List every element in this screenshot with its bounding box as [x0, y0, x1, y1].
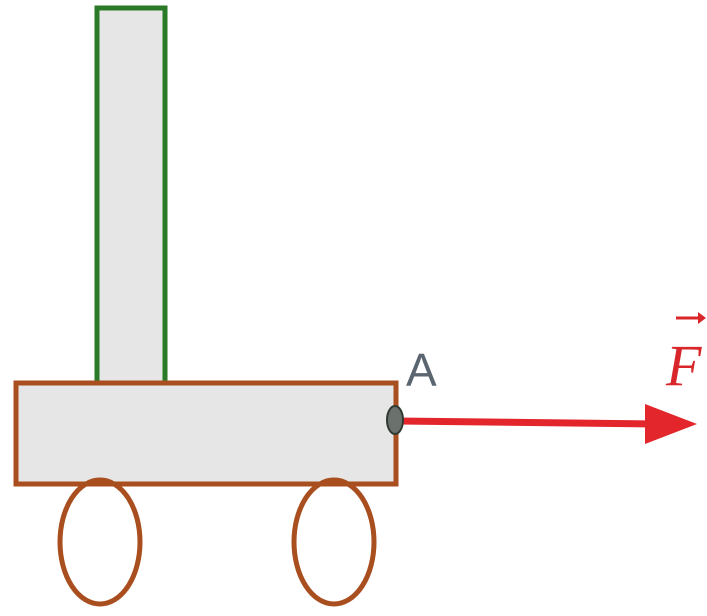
vector-arrow-tip	[698, 312, 706, 324]
force-arrow-head	[645, 404, 697, 444]
cart-body	[13, 380, 399, 487]
force-label: F	[665, 312, 706, 398]
point-a-marker	[386, 405, 404, 435]
left-wheel	[57, 477, 143, 607]
upright-block	[94, 5, 168, 390]
right-wheel	[291, 477, 377, 607]
point-a-label: A	[406, 344, 437, 396]
force-arrow-shaft	[397, 417, 656, 428]
force-symbol: F	[665, 333, 702, 398]
